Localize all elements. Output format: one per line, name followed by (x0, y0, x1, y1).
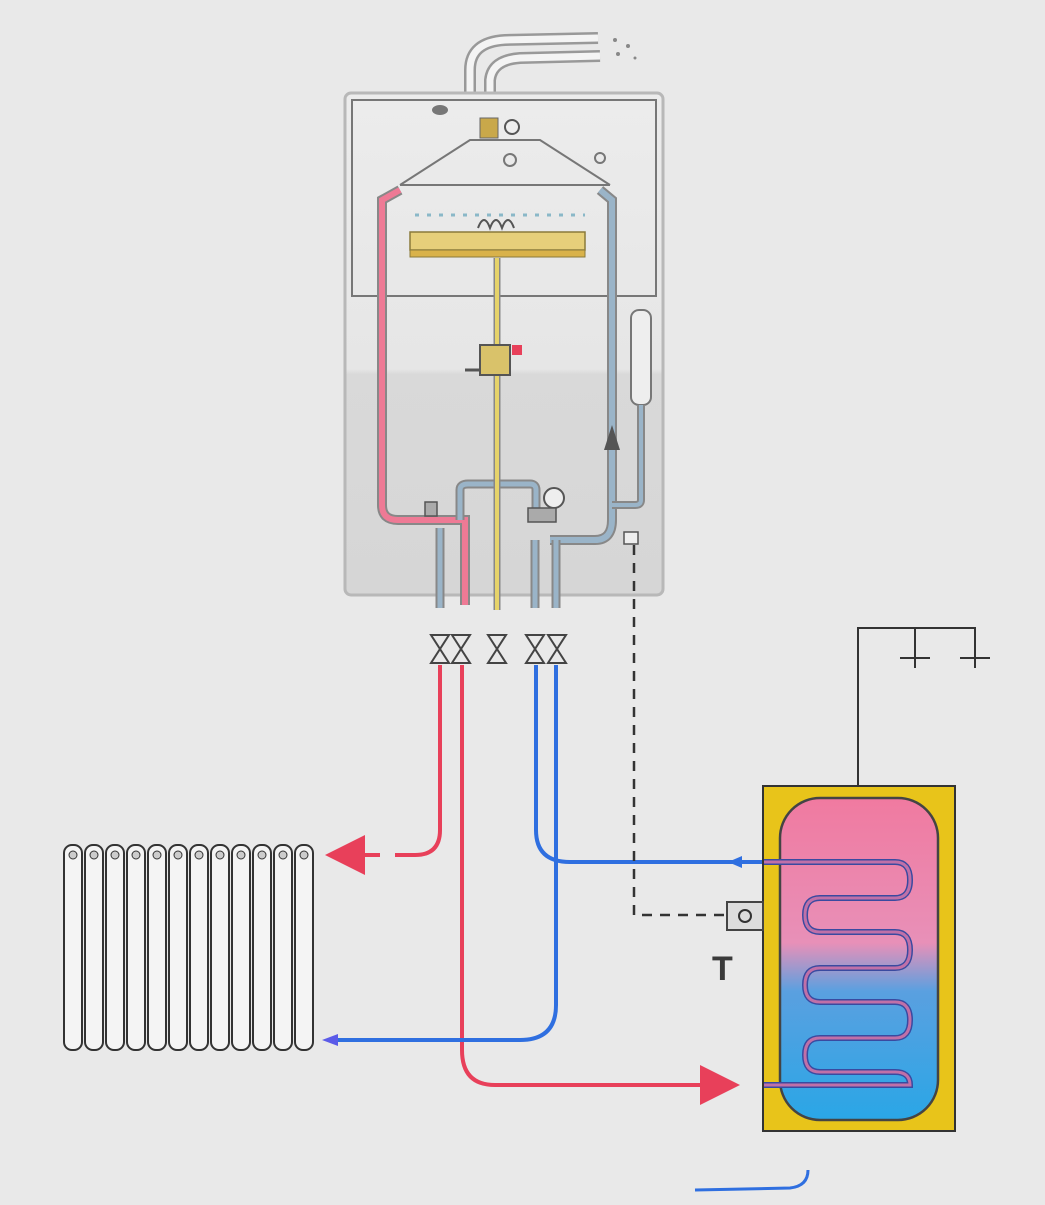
radiator-section (273, 844, 293, 1051)
radiator-section (105, 844, 125, 1051)
supply-to-radiator (395, 665, 442, 857)
radiator-nipple (194, 850, 204, 860)
radiator-section (252, 844, 272, 1051)
radiator-section (231, 844, 251, 1051)
radiator-section (168, 844, 188, 1051)
radiator-section (126, 844, 146, 1051)
temperature-sensor (726, 901, 764, 931)
cold-water-inlet (694, 1169, 810, 1192)
radiator-nipple (236, 850, 246, 860)
radiator-nipple (278, 850, 288, 860)
radiator-nipple (173, 850, 183, 860)
return-pipe-internal-fill (550, 187, 615, 543)
three-way-valve (424, 487, 639, 545)
shutoff-valves (429, 634, 568, 664)
connection-pipes (435, 528, 561, 608)
radiator-section (189, 844, 209, 1051)
expansion-vessel (612, 309, 652, 509)
return-from-radiator (330, 665, 558, 1042)
storage-water-heater (762, 785, 956, 1132)
heat-exchanger (409, 231, 586, 258)
circulation-pump (604, 425, 620, 450)
radiator (63, 844, 314, 1051)
radiator-nipple (131, 850, 141, 860)
return-from-tank-coil (534, 665, 764, 864)
return-arrow-radiator (322, 1034, 338, 1046)
sensor-wire (632, 545, 725, 917)
supply-pipe-internal-fill (379, 187, 468, 605)
burner (415, 213, 585, 231)
radiator-section (147, 844, 167, 1051)
radiator-section (294, 844, 314, 1051)
supply-to-tank-coil (460, 665, 740, 1105)
radiator-nipple (89, 850, 99, 860)
radiator-section (63, 844, 83, 1051)
radiator-nipple (215, 850, 225, 860)
radiator-section (210, 844, 230, 1051)
radiator-nipple (152, 850, 162, 860)
radiator-nipple (299, 850, 309, 860)
electrical-connection (857, 627, 990, 786)
radiator-section (84, 844, 104, 1051)
radiator-nipple (257, 850, 267, 860)
gas-valve (465, 344, 522, 376)
temperature-sensor-label: T (712, 950, 733, 988)
flue-pipe (464, 32, 637, 110)
radiator-nipple (110, 850, 120, 860)
radiator-nipple (68, 850, 78, 860)
